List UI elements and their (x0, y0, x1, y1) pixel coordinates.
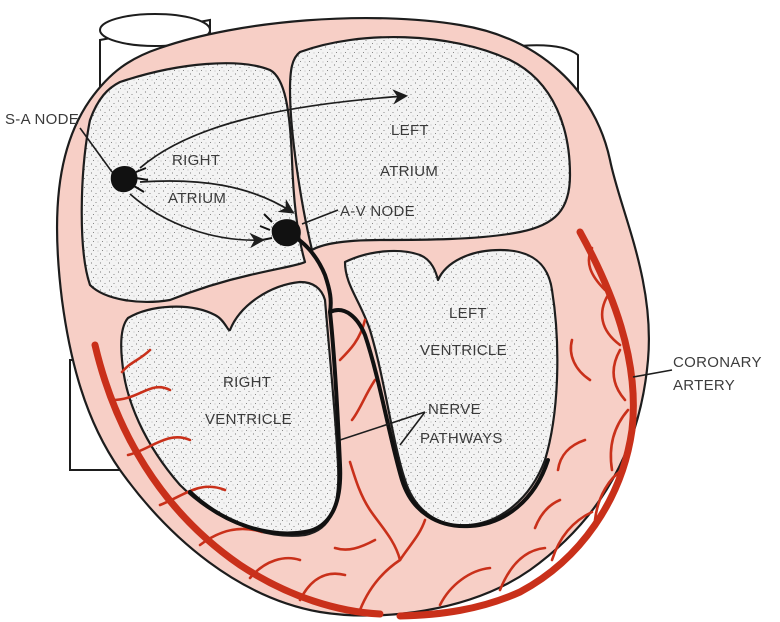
label-left-atrium-line2: ATRIUM (380, 163, 438, 180)
label-nerve-pathways-line1: NERVE (428, 401, 481, 418)
label-left-ventricle-line2: VENTRICLE (420, 342, 507, 359)
label-av-node: A-V NODE (340, 203, 415, 220)
label-left-ventricle-line1: LEFT (449, 305, 487, 322)
label-right-ventricle-line1: RIGHT (223, 374, 271, 391)
label-right-atrium-line1: RIGHT (172, 152, 220, 169)
label-sa-node: S-A NODE (5, 111, 79, 128)
label-right-atrium-line2: ATRIUM (168, 190, 226, 207)
label-left-atrium-line1: LEFT (391, 122, 429, 139)
label-right-ventricle-line2: VENTRICLE (205, 411, 292, 428)
label-coronary-artery-line2: ARTERY (673, 377, 735, 394)
label-nerve-pathways-line2: PATHWAYS (420, 430, 503, 447)
label-coronary-artery-line1: CORONARY (673, 354, 762, 371)
